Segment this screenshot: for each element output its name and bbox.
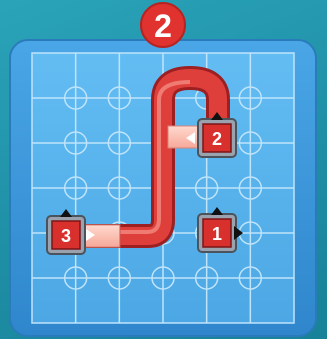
level-badge: 2 — [141, 3, 185, 47]
piece-label: 1 — [212, 224, 222, 244]
piece-label: 2 — [212, 129, 222, 149]
level-number: 2 — [154, 8, 172, 44]
piece-label: 3 — [61, 226, 71, 246]
